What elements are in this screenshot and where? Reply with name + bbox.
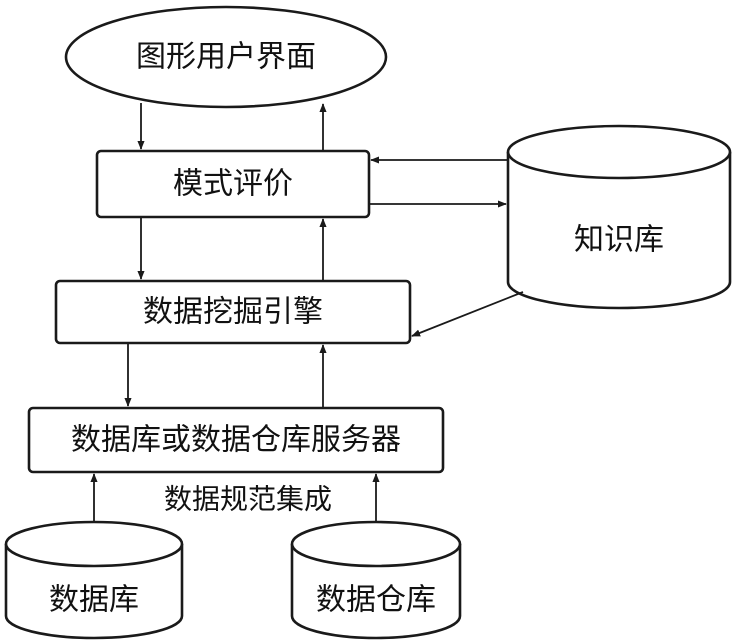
mining-engine-label: 数据挖掘引擎 <box>143 295 323 330</box>
mining-engine-node: 数据挖掘引擎 <box>54 279 412 345</box>
db-server-node: 数据库或数据仓库服务器 <box>27 406 445 474</box>
gui-label: 图形用户界面 <box>136 40 316 75</box>
arrows <box>90 103 524 522</box>
pattern-evaluation-node: 模式评价 <box>95 149 371 219</box>
arrow-kb-to-engine <box>411 291 524 337</box>
data-warehouse-node: 数据仓库 <box>290 520 462 640</box>
pattern-evaluation-label: 模式评价 <box>173 167 293 202</box>
knowledge-base-label: 知识库 <box>574 223 664 258</box>
db-server-label: 数据库或数据仓库服务器 <box>71 423 401 458</box>
database-node: 数据库 <box>4 520 184 640</box>
integration-label: 数据规范集成 <box>164 483 332 516</box>
database-label: 数据库 <box>49 583 139 618</box>
knowledge-base-node: 知识库 <box>506 124 732 310</box>
data-warehouse-label: 数据仓库 <box>316 583 436 618</box>
gui-node: 图形用户界面 <box>64 5 388 109</box>
